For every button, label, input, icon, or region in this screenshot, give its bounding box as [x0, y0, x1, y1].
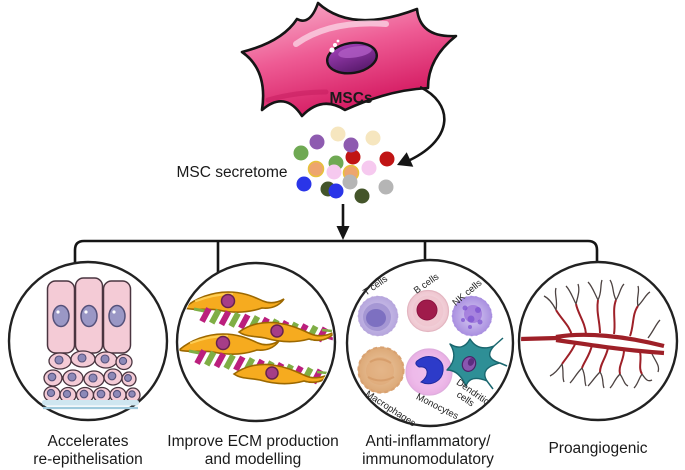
cell-nucleus: [52, 304, 70, 328]
secretome-dot: [354, 188, 370, 204]
glint: [329, 47, 335, 53]
branch-bracket: [73, 239, 599, 272]
secretome-dot: [328, 183, 344, 199]
basement-membrane: [42, 400, 139, 406]
secretome-dots: [293, 126, 395, 204]
label-re-epithelisation: re-epithelisation: [33, 451, 142, 468]
label-proangiogenic: Proangiogenic: [548, 440, 647, 457]
msc-label: MSCs: [329, 90, 372, 107]
monocyte-illustration: [405, 348, 453, 396]
label-improve-ecm: Improve ECM production: [167, 433, 338, 450]
secretome-dot: [326, 164, 342, 180]
epithelium-illustration: [42, 277, 141, 410]
secretome-dot: [365, 130, 381, 146]
circle-proangiogenic: [517, 260, 679, 422]
label-anti-inflammatory: Anti-inflammatory/: [366, 433, 492, 450]
down-arrow: [336, 204, 350, 240]
secretome-dot: [296, 176, 312, 192]
secretome-dot: [345, 149, 361, 165]
secretome-label: MSC secretome: [176, 164, 287, 181]
macrophage-illustration: [357, 346, 405, 394]
nk-cell-illustration: [451, 295, 493, 337]
glint: [333, 43, 337, 47]
msc-highlight: [293, 20, 389, 47]
b-cell-illustration: [406, 289, 450, 333]
secretome-dot: [342, 174, 358, 190]
msc-nucleus-highlight: [338, 45, 372, 59]
arrowhead: [336, 226, 350, 240]
dendritic-cell-illustration: [446, 337, 508, 390]
t-cell-illustration: [357, 295, 399, 337]
label-and-modelling: and modelling: [205, 451, 302, 468]
msc-shadow: [265, 89, 329, 103]
vessel-lower-wall: [555, 337, 665, 356]
secretome-dot: [343, 137, 359, 153]
circle-re-epithelisation: [7, 260, 169, 422]
label-immunomodulatory: immunomodulatory: [362, 451, 494, 468]
msc-cell-illustration: [240, 1, 458, 118]
secretome-dot: [330, 126, 346, 142]
monocyte-nucleus: [415, 356, 444, 385]
vessel-upper-wall: [555, 332, 665, 349]
secretome-dot: [361, 160, 377, 176]
cell-nucleus: [108, 304, 126, 328]
function-circle: [517, 260, 679, 422]
vessel-illustration: [521, 279, 665, 389]
secretome-dot: [378, 179, 394, 195]
secretome-dot: [307, 160, 325, 178]
vessel-trunk: [521, 335, 559, 342]
circle-immunomodulatory: T cells B cells NK cells Macrophages Mon…: [345, 258, 515, 429]
circle-ecm-production: [175, 261, 337, 423]
label-accelerates: Accelerates: [48, 433, 129, 450]
curved-arrow: [397, 85, 446, 167]
glint: [336, 39, 340, 43]
cell-nucleus: [80, 304, 98, 328]
secretome-dot: [293, 145, 309, 161]
secretome-dot: [309, 134, 325, 150]
arrowhead: [397, 152, 414, 167]
secretome-dot: [379, 151, 395, 167]
